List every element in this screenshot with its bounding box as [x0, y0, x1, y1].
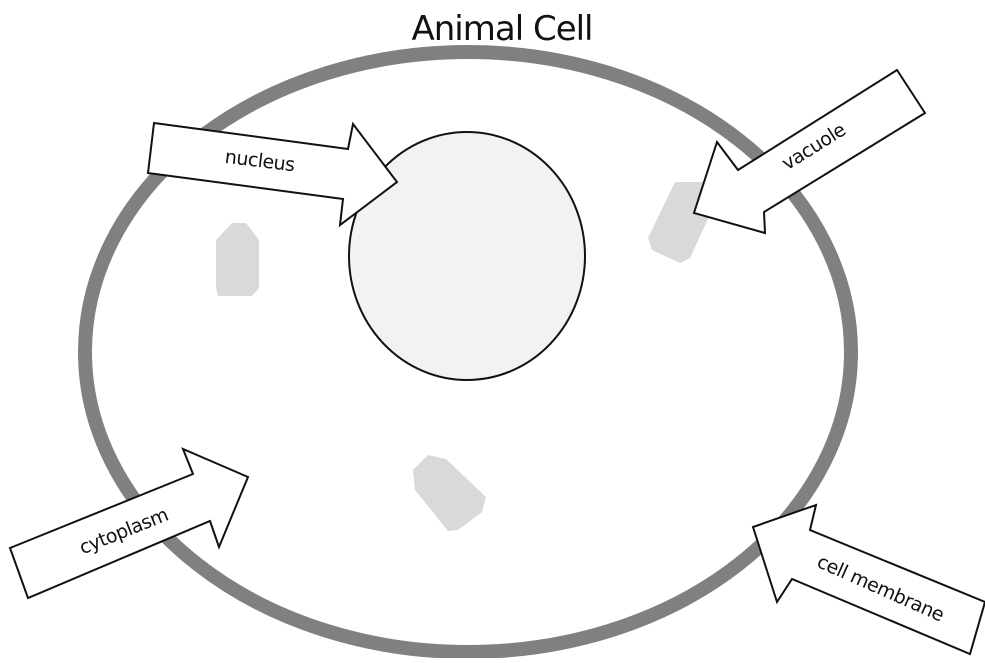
organelle-left: [216, 223, 259, 296]
nucleus-arrow: nucleus: [146, 121, 399, 228]
diagram-title: Animal Cell: [411, 9, 592, 49]
organelle-bottom: [413, 455, 486, 531]
nucleus: [348, 131, 586, 381]
cell-membrane-arrow: cell membrane: [751, 503, 985, 656]
